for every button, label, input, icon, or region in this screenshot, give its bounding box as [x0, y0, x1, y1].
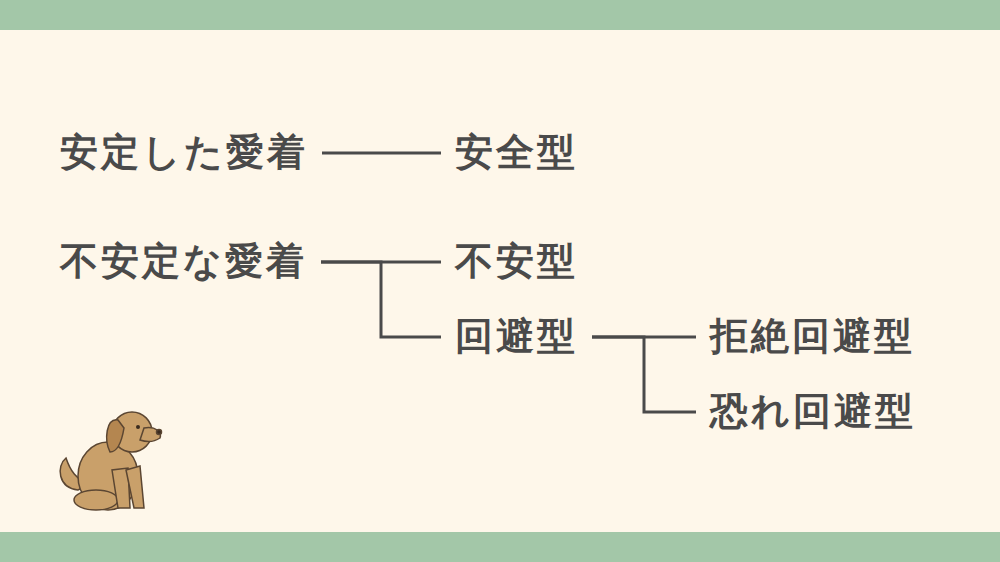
type-label: 安定した愛着: [60, 130, 308, 176]
type-label: 安全型: [455, 130, 578, 176]
node-text: 恐れ回避型: [710, 389, 916, 435]
type-label: 不安定な愛着: [60, 239, 307, 285]
node-text: 拒絶回避型: [710, 314, 915, 360]
node-text: 不安定な愛着: [60, 239, 307, 285]
node-text: 回避型: [455, 314, 578, 360]
top-band: [0, 0, 1000, 30]
type-label: 恐れ回避型: [710, 389, 916, 435]
node-text: 安定した愛着: [60, 130, 308, 176]
node-text: 不安型: [455, 239, 578, 285]
tree-connector: [322, 152, 441, 155]
tree-connector: [321, 262, 441, 337]
bottom-band: [0, 532, 1000, 562]
type-label: 拒絶回避型: [710, 314, 915, 360]
type-label: 回避型: [455, 314, 578, 360]
dog-illustration: [60, 412, 161, 510]
tree-connector: [592, 337, 696, 412]
node-text: 安全型: [455, 130, 578, 176]
type-label: 不安型: [455, 239, 578, 285]
